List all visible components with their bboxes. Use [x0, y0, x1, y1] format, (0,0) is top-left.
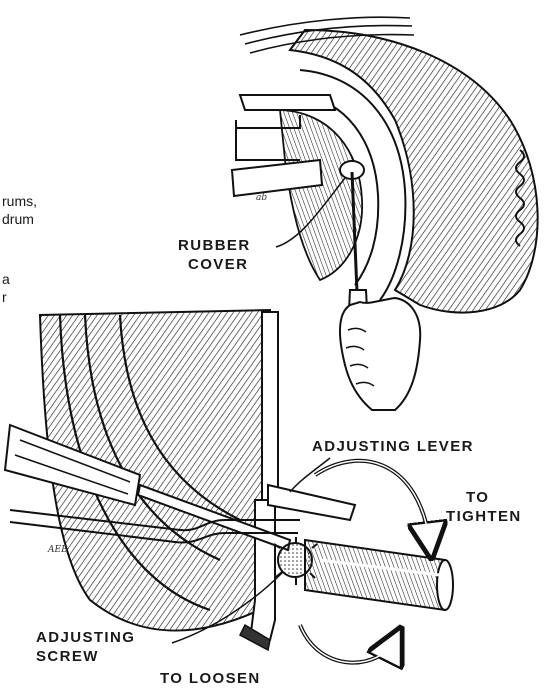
- backing-plate: [280, 110, 362, 280]
- text-fragment-2: drum: [2, 210, 34, 228]
- label-rubber-cover-line2: COVER: [188, 256, 248, 274]
- loosen-arrow: [300, 625, 395, 663]
- text-fragment-3: a: [2, 270, 10, 288]
- label-to-tighten-line1: TO: [466, 489, 489, 507]
- label-adjusting-screw-line2: SCREW: [36, 648, 99, 666]
- text-fragment-4: r: [2, 288, 7, 306]
- label-to-tighten-line2: TIGHTEN: [446, 508, 522, 526]
- hand: [340, 298, 420, 410]
- label-adjusting-screw-line1: ADJUSTING: [36, 629, 135, 647]
- adjuster-cylinder-end: [437, 560, 453, 610]
- signature-top: ab: [256, 193, 267, 203]
- adjusting-lever: [268, 485, 355, 520]
- label-rubber-cover-line1: RUBBER: [178, 237, 251, 255]
- label-adjusting-lever: ADJUSTING LEVER: [312, 438, 474, 456]
- axle-housing: [240, 95, 335, 110]
- label-to-loosen: TO LOOSEN: [160, 670, 261, 688]
- text-fragment-1: rums,: [2, 192, 37, 210]
- signature-bottom: AEB: [48, 545, 68, 555]
- adjusting-lever-leader: [290, 458, 330, 492]
- backing-plate-edge: [262, 312, 278, 500]
